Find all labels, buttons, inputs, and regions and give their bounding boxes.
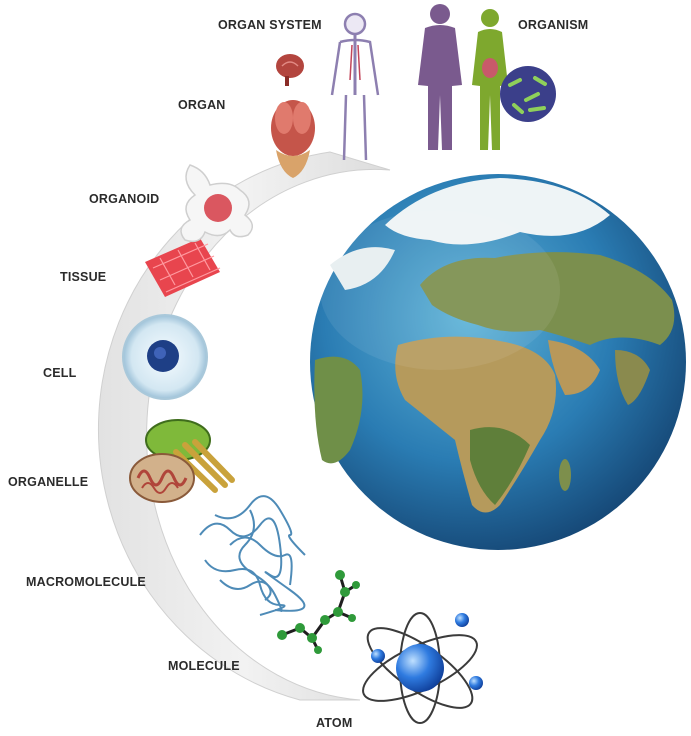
atom-illustration [355,613,486,723]
label-cell: CELL [43,366,76,380]
label-atom: ATOM [316,716,352,730]
organ-system-illustration [332,14,378,160]
label-macromolecule: MACROMOLECULE [26,575,146,589]
label-organ-system: ORGAN SYSTEM [218,18,322,32]
label-molecule: MOLECULE [168,659,240,673]
label-organoid: ORGANOID [89,192,159,206]
cell-illustration [123,315,207,399]
earth-globe [310,174,686,550]
organoid-illustration [181,165,252,241]
label-tissue: TISSUE [60,270,106,284]
label-organism: ORGANISM [518,18,588,32]
label-organ: ORGAN [178,98,226,112]
label-organelle: ORGANELLE [8,475,88,489]
macromolecule-illustration [200,496,305,615]
